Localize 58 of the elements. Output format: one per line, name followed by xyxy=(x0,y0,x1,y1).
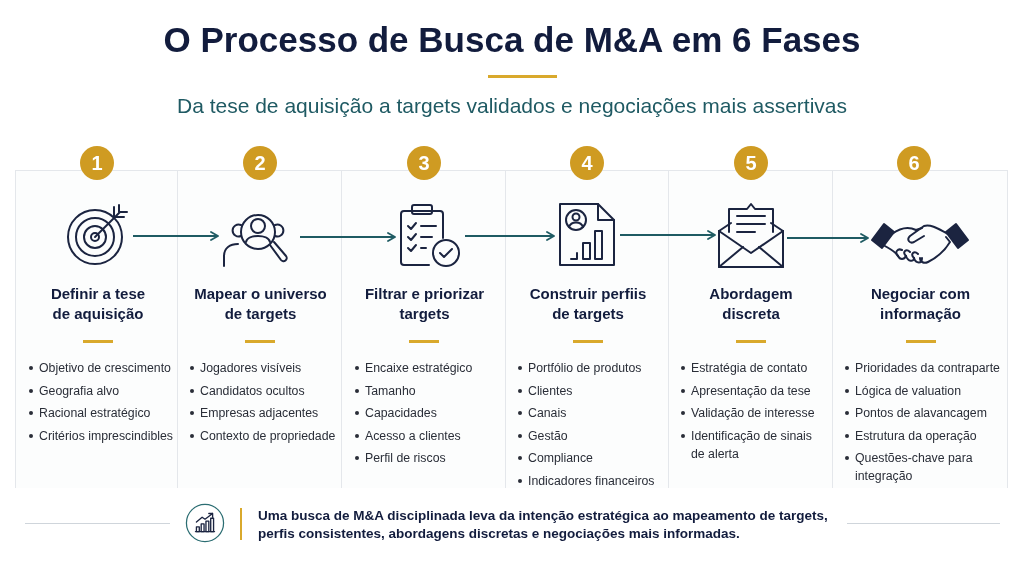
list-item: Acesso a clientes xyxy=(365,428,461,443)
list-item: Indicadores financeiros xyxy=(528,473,655,488)
list-item: Capacidades xyxy=(365,406,437,420)
list-item: Perfil de riscos xyxy=(365,451,446,465)
list-item: Gestão xyxy=(528,428,568,443)
list-item: Prioridades da contraparte xyxy=(855,361,1000,375)
list-item: Encaixe estratégico xyxy=(365,361,473,375)
list-item: Objetivo de crescimento xyxy=(39,361,171,375)
list-item: Racional estratégico xyxy=(39,406,151,420)
list-item: Tamanho xyxy=(365,383,416,398)
phase-column xyxy=(15,170,178,488)
list-item: Portfólio de produtos xyxy=(528,361,642,375)
subtitle: Da tese de aquisição a targets validados e negociações mais assertivas xyxy=(177,94,847,118)
list-item: Apresentação da tese xyxy=(691,383,811,398)
phase-title: Abordagem discreta xyxy=(708,284,794,324)
list-item: Compliance xyxy=(528,451,593,465)
arrow xyxy=(786,233,869,243)
list-item: Identificação de sinais de alerta xyxy=(691,428,812,461)
step-number: 6 xyxy=(897,146,931,180)
step-number: 4 xyxy=(570,146,604,180)
list-item: Lógica de valuation xyxy=(855,383,961,398)
list-item: Pontos de alavancagem xyxy=(855,406,987,420)
list-item: Estrutura da operação xyxy=(855,428,977,443)
phase-column xyxy=(669,170,833,488)
list-item: Estratégia de contato xyxy=(691,361,808,375)
step-number: 2 xyxy=(243,146,277,180)
list-item: Geografia alvo xyxy=(39,383,119,398)
list-item: Candidatos ocultos xyxy=(200,383,305,398)
phase-column xyxy=(178,170,342,488)
phase-title: Definir a tese de aquisição xyxy=(49,284,147,324)
list-item: Empresas adjacentes xyxy=(200,406,319,420)
checklist-icon xyxy=(397,202,463,270)
step-number: 3 xyxy=(407,146,441,180)
list-item: Contexto de propriedade xyxy=(200,428,336,443)
list-item: Critérios imprescindibles xyxy=(39,428,173,443)
phase-column xyxy=(506,170,669,488)
step-number: 1 xyxy=(80,146,114,180)
phase-column xyxy=(833,170,1008,488)
list-item: Canais xyxy=(528,406,567,420)
phase-title: Mapear o universo de targets xyxy=(193,284,328,324)
phase-title: Filtrar e priorizar targets xyxy=(363,284,486,324)
list-item: Validação de interesse xyxy=(691,406,815,420)
phase-title: Negociar com informação xyxy=(869,284,972,324)
arrow xyxy=(619,230,716,240)
target-icon xyxy=(65,203,131,267)
arrow xyxy=(132,231,219,241)
arrow xyxy=(464,231,555,241)
list-item: Questões-chave para integração xyxy=(855,451,973,483)
summary-text: Uma busca de M&A disciplinada leva da intenção estratégica ao mapeamento de targets, perfis consistentes, abordagens discretas e negociações mais informadas. xyxy=(258,507,829,543)
phase-column xyxy=(342,170,506,488)
list-item: Clientes xyxy=(528,383,573,398)
page-title: O Processo de Busca de M&A em 6 Fases xyxy=(163,20,861,60)
profile-report-icon xyxy=(556,201,618,269)
list-item: Jogadores visíveis xyxy=(200,361,302,375)
arrow xyxy=(299,232,396,242)
phase-title: Construir perfiis de targets xyxy=(528,284,648,324)
envelope-icon xyxy=(717,201,785,269)
step-number: 5 xyxy=(734,146,768,180)
